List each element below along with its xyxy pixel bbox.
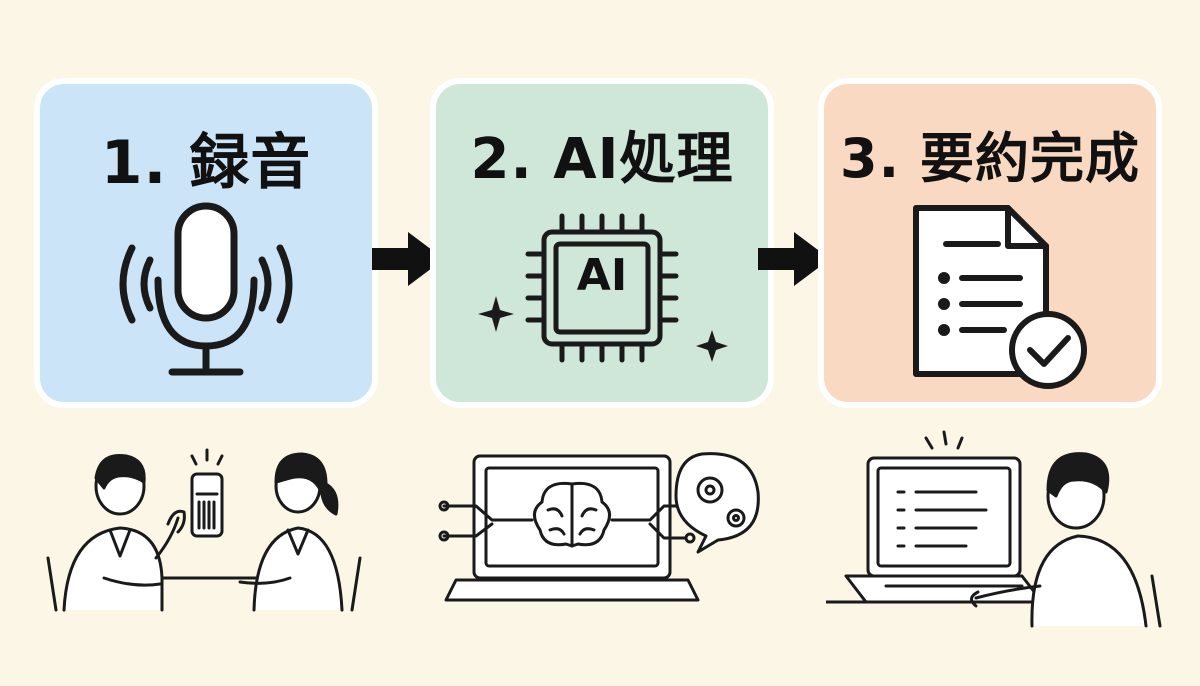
summary-laptop-illustration — [826, 430, 1162, 628]
sparkle-icon — [478, 296, 514, 332]
step-label: 録音 — [189, 128, 312, 198]
arrow-right-icon — [758, 232, 830, 286]
voice-recorder-icon — [190, 472, 224, 538]
meeting-recording-illustration — [46, 448, 362, 612]
step-number: 2. — [470, 127, 533, 192]
step-title-ai-processing: 2. AI処理 — [436, 114, 768, 195]
arrow-right-icon — [372, 232, 444, 286]
ai-laptop-illustration — [438, 452, 760, 602]
chip-label: AI — [576, 250, 628, 301]
document-check-icon — [913, 205, 1087, 389]
step-title-summary-complete: 3. 要約完成 — [824, 114, 1156, 193]
speech-bubble-icon — [674, 452, 760, 554]
microphone-icon — [119, 202, 293, 376]
brain-icon — [533, 481, 574, 548]
step-label: 要約完成 — [919, 127, 1140, 190]
step-card-summary-complete: 3. 要約完成 — [818, 78, 1162, 408]
step-number: 3. — [840, 127, 901, 190]
gear-icon — [726, 508, 746, 528]
step-number: 1. — [100, 128, 168, 198]
ai-chip-icon — [478, 213, 728, 363]
step-label: AI処理 — [553, 127, 734, 192]
step-card-recording: 1. 録音 — [34, 78, 378, 408]
gear-icon — [696, 476, 724, 504]
step-card-ai-processing: 2. AI処理 AI — [430, 78, 774, 408]
sparkle-icon — [696, 330, 728, 362]
step-title-recording: 1. 録音 — [40, 114, 372, 201]
